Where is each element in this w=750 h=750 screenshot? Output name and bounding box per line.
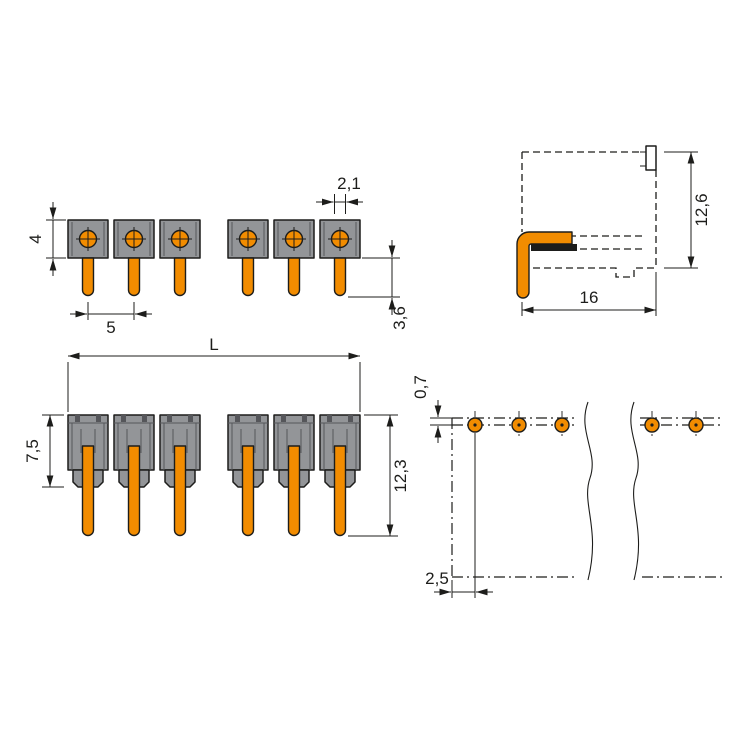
- connector-unit: [113, 219, 155, 297]
- solder-pads: [467, 411, 704, 439]
- break-line: [584, 401, 594, 581]
- dim-pitch-label: 5: [106, 318, 115, 337]
- pcb-footprint-view: 0,7 2,5: [411, 375, 722, 598]
- dim-overall-depth-label: 12,3: [391, 459, 410, 492]
- break-line: [630, 401, 640, 581]
- connector-unit: [273, 414, 315, 537]
- dim-housing-depth-label: 7,5: [23, 439, 42, 463]
- dim-pitch: 5: [70, 302, 152, 337]
- dim-housing-depth: 7,5: [23, 414, 64, 488]
- dim-pin-length-label: 3,6: [390, 306, 409, 330]
- dim-overall-depth: 12,3: [348, 414, 410, 537]
- dim-total-length: L: [67, 335, 361, 412]
- bent-solder-pin: [516, 231, 573, 299]
- dim-side-width: 16: [521, 272, 657, 316]
- dim-pad-edge-distance: 2,5: [425, 433, 493, 598]
- front-view-bottom: L 7,5 12,3: [23, 335, 410, 537]
- connector-unit: [159, 414, 201, 537]
- connector-unit: [227, 414, 269, 537]
- dim-side-height-label: 12,6: [692, 193, 711, 226]
- dim-housing-height-label: 4: [26, 234, 45, 243]
- connector-unit: [273, 219, 315, 297]
- dim-pad-offset: 0,7: [411, 375, 454, 443]
- dim-pin-width: 2,1: [316, 174, 363, 214]
- dim-pad-offset-label: 0,7: [411, 375, 430, 399]
- connector-unit: [67, 414, 109, 537]
- dim-pin-length: 3,6: [348, 240, 409, 330]
- dim-pin-width-label: 2,1: [337, 174, 361, 193]
- connector-unit: [319, 219, 361, 297]
- connector-unit: [159, 219, 201, 297]
- dim-side-width-label: 16: [580, 288, 599, 307]
- dim-pad-edge-distance-label: 2,5: [425, 569, 449, 588]
- dim-housing-height: 4: [26, 202, 66, 276]
- connector-unit: [113, 414, 155, 537]
- latch-detail: [645, 145, 657, 171]
- connector-unit: [67, 219, 109, 297]
- solder-area: [531, 244, 577, 251]
- connector-unit: [227, 219, 269, 297]
- dim-side-height: 12,6: [664, 151, 711, 269]
- dim-total-length-label: L: [209, 335, 218, 354]
- side-view: 12,6 16: [516, 145, 711, 316]
- connector-unit: [319, 414, 361, 537]
- front-view-top: 4 2,1 5 3,6: [26, 174, 409, 337]
